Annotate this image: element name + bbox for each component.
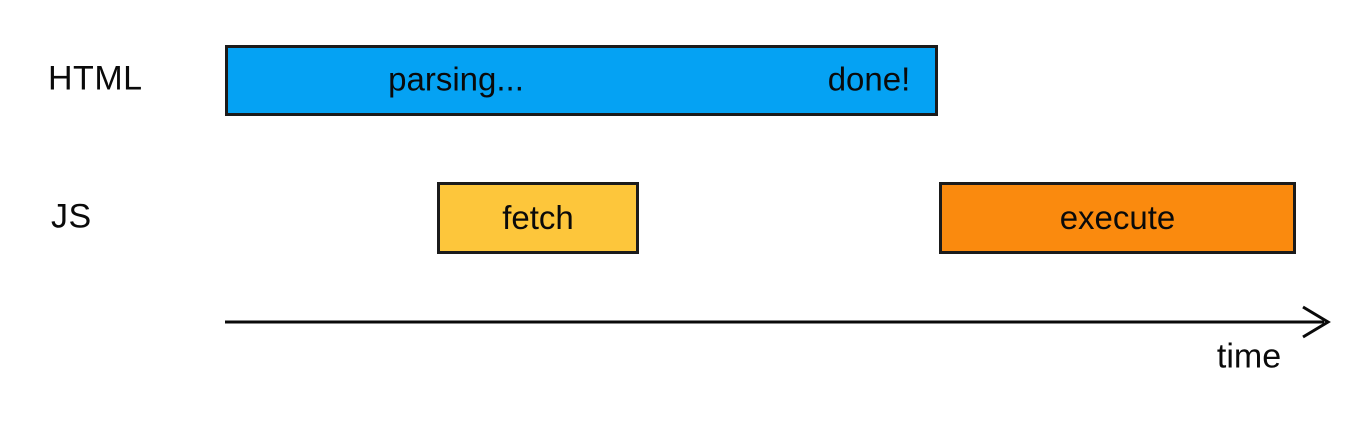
done-label: done!: [827, 59, 911, 97]
html-parsing-bar: parsing... done!: [225, 45, 938, 116]
time-axis-arrow-icon: [225, 305, 1331, 339]
js-execute-bar: execute: [939, 182, 1296, 254]
fetch-label: fetch: [502, 199, 574, 236]
js-fetch-bar: fetch: [437, 182, 639, 254]
time-axis-label: time: [1216, 337, 1282, 376]
execute-label: execute: [1059, 199, 1176, 236]
row-label-js: JS: [51, 197, 92, 236]
parsing-label: parsing...: [388, 59, 524, 97]
row-label-html: HTML: [48, 59, 143, 98]
